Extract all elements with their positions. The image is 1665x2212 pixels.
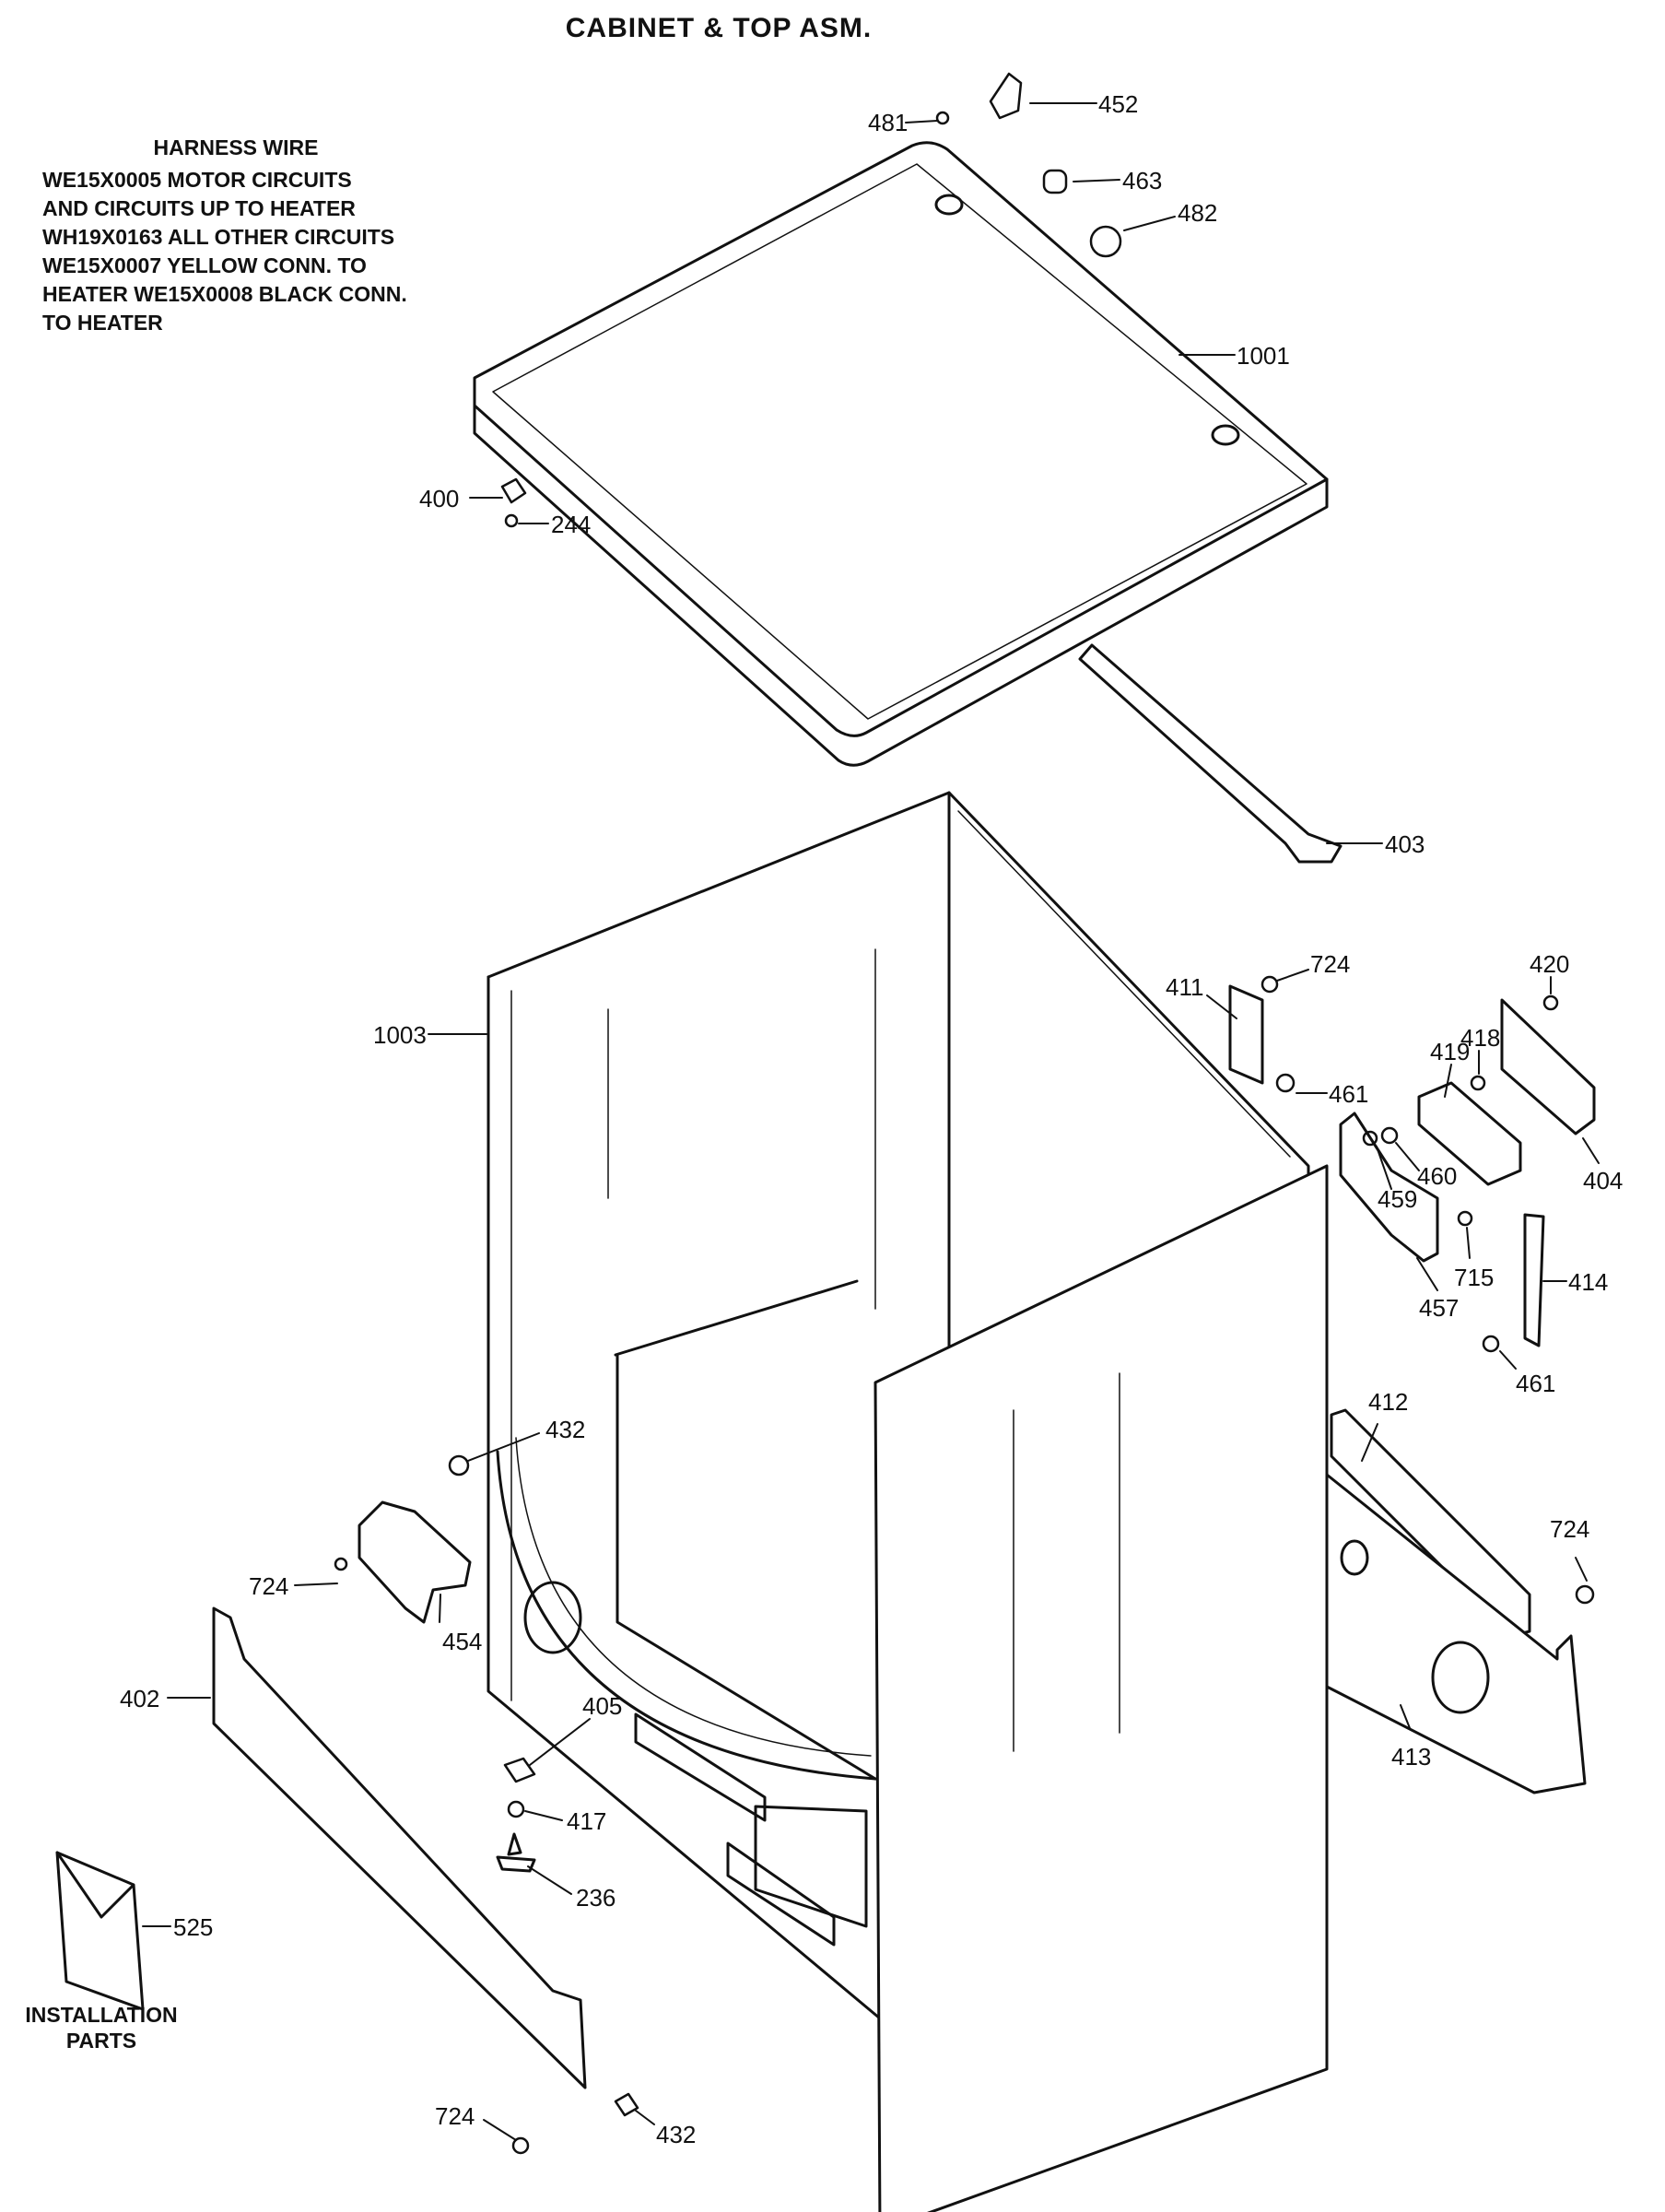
harness-note-line: WH19X0163 ALL OTHER CIRCUITS — [42, 225, 395, 249]
callout-419: 419 — [1430, 1038, 1470, 1065]
top-support-strap — [1078, 643, 1343, 864]
callout-481: 481 — [868, 109, 908, 136]
top-panel — [473, 141, 1329, 767]
installation-parts-label: INSTALLATION PARTS — [0, 2002, 203, 2053]
callout-482: 482 — [1178, 199, 1217, 227]
harness-note-line: AND CIRCUITS UP TO HEATER — [42, 196, 356, 220]
callout-400: 400 — [419, 485, 459, 512]
callout-715: 715 — [1454, 1264, 1494, 1291]
callout-236: 236 — [576, 1884, 616, 1912]
callout-402: 402 — [120, 1685, 159, 1712]
part-413-panel — [1325, 1473, 1587, 1794]
harness-note-line: WE15X0007 YELLOW CONN. TO — [42, 253, 367, 277]
callout-labels: 481 452 463 482 1001 400 244 403 1003 41… — [120, 90, 1623, 2148]
part-454-bracket — [358, 1500, 472, 1624]
callout-414: 414 — [1568, 1268, 1608, 1296]
part-236-leveling-leg — [496, 1832, 536, 1873]
harness-wire-notes: HARNESS WIRE WE15X0005 MOTOR CIRCUITS AN… — [42, 134, 522, 337]
harness-note-line: TO HEATER — [42, 311, 163, 335]
page-title: CABINET & TOP ASM. — [565, 13, 873, 43]
small-hardware — [334, 72, 1595, 2155]
callout-404: 404 — [1583, 1167, 1623, 1194]
callout-461-lower: 461 — [1516, 1370, 1555, 1397]
callout-452: 452 — [1098, 90, 1138, 118]
callout-724-left: 724 — [249, 1572, 288, 1600]
harness-note-line: WE15X0005 MOTOR CIRCUITS — [42, 168, 352, 192]
callout-420: 420 — [1530, 950, 1569, 978]
callout-432-lower: 432 — [656, 2121, 696, 2148]
callout-457: 457 — [1419, 1294, 1459, 1322]
callout-413: 413 — [1391, 1743, 1431, 1771]
callout-459: 459 — [1378, 1185, 1417, 1213]
callout-418: 418 — [1460, 1024, 1500, 1052]
callout-525: 525 — [173, 1913, 213, 1941]
callout-1001: 1001 — [1237, 342, 1290, 370]
part-419-terminal-block — [1417, 1081, 1522, 1186]
callout-460: 460 — [1417, 1162, 1457, 1190]
callout-461-upper: 461 — [1329, 1080, 1368, 1108]
callout-1003: 1003 — [373, 1021, 427, 1049]
part-402-kick-plate — [212, 1606, 587, 2089]
part-411-plate — [1228, 984, 1264, 1085]
callout-724-right: 724 — [1550, 1515, 1589, 1543]
callout-454: 454 — [442, 1628, 482, 1655]
callout-417: 417 — [567, 1807, 606, 1835]
part-414-strip — [1523, 1213, 1545, 1347]
part-525-envelope — [55, 1851, 145, 2011]
installation-line: PARTS — [65, 2029, 137, 2053]
callout-412: 412 — [1368, 1388, 1408, 1416]
part-412-rail — [1330, 1408, 1531, 1638]
callout-403: 403 — [1385, 830, 1425, 858]
harness-wire-heading: HARNESS WIRE — [153, 135, 319, 159]
leader-lines — [142, 102, 1600, 2141]
cabinet — [487, 791, 1329, 2212]
callout-244: 244 — [551, 511, 591, 538]
part-404-plate — [1500, 998, 1596, 1135]
installation-line: INSTALLATION — [25, 2003, 178, 2027]
harness-note-line: HEATER WE15X0008 BLACK CONN. — [42, 282, 407, 306]
callout-463: 463 — [1122, 167, 1162, 194]
callout-405: 405 — [582, 1692, 622, 1720]
callout-411: 411 — [1166, 973, 1203, 1001]
callout-724-top: 724 — [1310, 950, 1350, 978]
callout-432-upper: 432 — [545, 1416, 585, 1443]
callout-724-bottom: 724 — [435, 2102, 475, 2130]
